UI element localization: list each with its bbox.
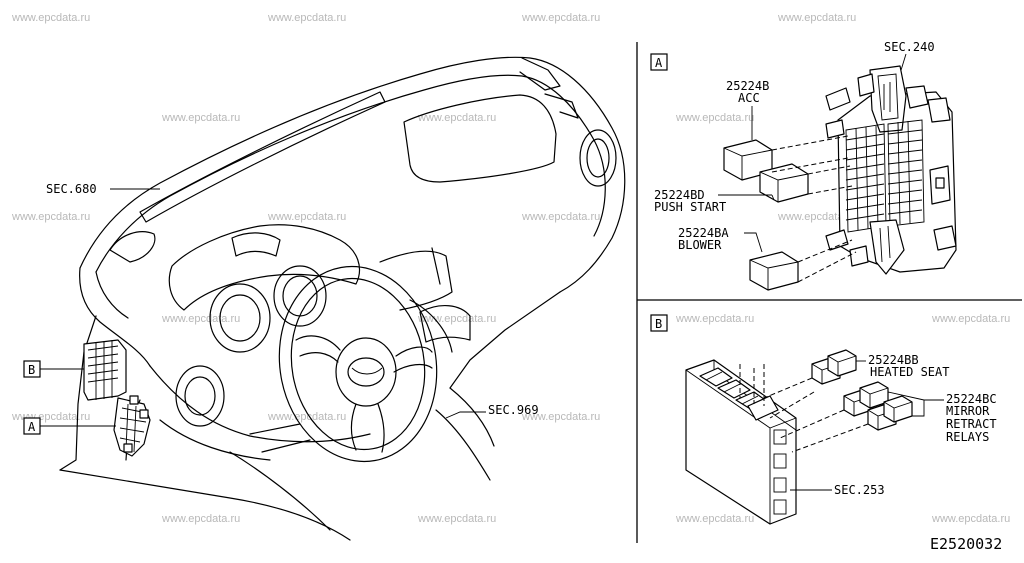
watermark: www.epcdata.ru <box>777 211 856 223</box>
watermark: www.epcdata.ru <box>675 513 754 525</box>
sec-969-label: SEC.969 <box>488 403 539 417</box>
relay-blower-name: BLOWER <box>678 238 722 252</box>
relay-heated-seat-part-number: 25224BB <box>868 353 919 367</box>
watermark: www.epcdata.ru <box>931 513 1010 525</box>
instrument-panel-drawing <box>59 56 626 541</box>
watermark: www.epcdata.ru <box>417 313 496 325</box>
detail-a-tag-box <box>650 53 668 71</box>
watermark-layer: www.epcdata.ru www.epcdata.ru www.epcdat… <box>11 12 1010 525</box>
relay-mirror-retract-name-line-3: RELAYS <box>946 430 989 444</box>
watermark: www.epcdata.ru <box>11 411 90 423</box>
sec-253-label: SEC.253 <box>834 483 885 497</box>
watermark: www.epcdata.ru <box>417 513 496 525</box>
relay-mirror-retract-2 <box>867 395 913 431</box>
relay-block-location-drawing <box>83 339 151 457</box>
watermark: www.epcdata.ru <box>11 211 90 223</box>
relay-heated-seat <box>811 349 857 385</box>
watermark: www.epcdata.ru <box>11 12 90 24</box>
main-view-labels: SEC.680 B A SEC.969 <box>23 182 539 435</box>
relay-push-start-name: PUSH START <box>654 200 726 214</box>
watermark: www.epcdata.ru <box>417 112 496 124</box>
callout-a-label: A <box>28 420 36 434</box>
relay-acc-part-number: 25224B <box>726 79 769 93</box>
watermark: www.epcdata.ru <box>521 411 600 423</box>
watermark: www.epcdata.ru <box>521 211 600 223</box>
detail-a-tag: A <box>655 56 663 70</box>
relay-blower <box>749 251 799 291</box>
watermark: www.epcdata.ru <box>777 12 856 24</box>
detail-b-tag-box <box>650 314 668 332</box>
relay-acc-name: ACC <box>738 91 760 105</box>
relay-mirror-retract-name-line-1: MIRROR <box>946 404 990 418</box>
watermark: www.epcdata.ru <box>267 411 346 423</box>
watermark: www.epcdata.ru <box>267 211 346 223</box>
callout-b-label: B <box>28 363 35 377</box>
sec-680-label: SEC.680 <box>46 182 97 196</box>
watermark: www.epcdata.ru <box>267 12 346 24</box>
relay-mirror-retract-1 <box>843 381 889 417</box>
sec-240-label: SEC.240 <box>884 40 935 54</box>
watermark: www.epcdata.ru <box>161 513 240 525</box>
detail-b: B <box>650 314 997 525</box>
relay-push-start-part-number: 25224BD <box>654 188 705 202</box>
watermark: www.epcdata.ru <box>521 12 600 24</box>
watermark: www.epcdata.ru <box>931 313 1010 325</box>
relay-heated-seat-name: HEATED SEAT <box>870 365 949 379</box>
diagram-code: E2520032 <box>930 535 1002 553</box>
relay-blower-part-number: 25224BA <box>678 226 729 240</box>
relay-mirror-retract-part-number: 25224BC <box>946 392 997 406</box>
watermark: www.epcdata.ru <box>675 112 754 124</box>
detail-a: A SEC.240 <box>650 40 957 291</box>
detail-b-tag: B <box>655 317 662 331</box>
relay-mirror-retract-name-line-2: RETRACT <box>946 417 997 431</box>
watermark: www.epcdata.ru <box>675 313 754 325</box>
watermark: www.epcdata.ru <box>161 112 240 124</box>
watermark: www.epcdata.ru <box>161 313 240 325</box>
